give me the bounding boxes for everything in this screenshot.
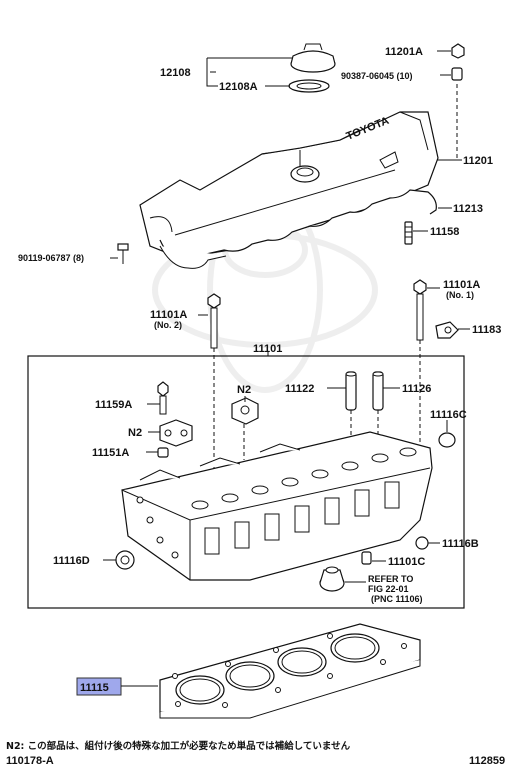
cylinder-head — [121, 431, 433, 581]
valve-guide-11126 — [372, 371, 384, 411]
stud-11158 — [404, 221, 413, 245]
part-label-11122: 11122 — [285, 383, 314, 395]
plug-11151A — [157, 447, 169, 458]
bearing-cap-n2-left — [159, 419, 193, 447]
part-label-90387: 90387-06045 (10) — [341, 71, 413, 81]
part-label-11201A: 11201A — [385, 46, 423, 58]
bearing-cap-n2-top — [231, 397, 259, 425]
part-label-n2-top: N2 — [237, 384, 251, 396]
part-label-11116B: 11116B — [442, 538, 479, 550]
part-label-11201: 11201 — [463, 155, 493, 167]
footnote-n2: N2: この部品は、組付け後の特殊な加工が必要なため単品では補給していません — [6, 740, 351, 752]
part-label-11158: 11158 — [430, 226, 459, 238]
part-label-11115: 11115 — [80, 682, 109, 694]
filler-cap-gasket — [288, 79, 330, 93]
seal-plug-11116D — [115, 550, 135, 570]
dowel-11101C — [361, 551, 372, 565]
head-cover-gasket — [159, 189, 437, 269]
part-label-11116D: 11116D — [53, 555, 90, 567]
cylinder-head-gasket — [159, 623, 421, 719]
part-label-n2-left: N2 — [128, 427, 142, 439]
valve-guide-11122 — [345, 371, 357, 411]
part-label-11101A-no2-sub: (No. 2) — [154, 320, 182, 330]
part-label-11151A: 11151A — [92, 447, 129, 459]
bolt-90119 — [117, 243, 129, 264]
plug-11183 — [435, 321, 459, 339]
part-label-11159A: 11159A — [95, 399, 132, 411]
illustration-code-right: 112859 — [469, 755, 505, 767]
part-label-11101C: 11101C — [388, 556, 425, 568]
seal-plug-11116C — [438, 432, 456, 448]
illustration-code-left: 110178-A — [6, 755, 54, 767]
part-label-11101A-no1: 11101A — [443, 279, 480, 291]
bolt-11159A — [157, 381, 169, 415]
water-outlet-fitting — [319, 566, 345, 592]
part-label-12108: 12108 — [160, 67, 191, 79]
part-label-11126: 11126 — [402, 383, 431, 395]
grommet — [451, 67, 463, 81]
part-label-11183: 11183 — [472, 324, 501, 336]
refer-to-line1: REFER TO — [368, 574, 413, 584]
part-label-11116C: 11116C — [430, 409, 467, 421]
part-label-11213: 11213 — [453, 203, 483, 215]
part-label-11101A-no1-sub: (No. 1) — [446, 290, 474, 300]
seal-plug-11116B — [415, 536, 429, 550]
part-label-11101: 11101 — [253, 343, 282, 355]
refer-to-line3: (PNC 11106) — [371, 594, 423, 604]
part-label-12108A: 12108A — [219, 81, 258, 93]
cylinder-head-assembly-frame — [27, 355, 465, 609]
refer-to-line2: FIG 22-01 — [368, 584, 409, 594]
oil-filler-cap — [290, 43, 336, 73]
head-bolt-no1 — [413, 279, 427, 341]
part-label-90119: 90119-06787 (8) — [18, 253, 84, 263]
part-label-11101A-no2: 11101A — [150, 309, 187, 321]
cover-nut — [451, 43, 465, 59]
